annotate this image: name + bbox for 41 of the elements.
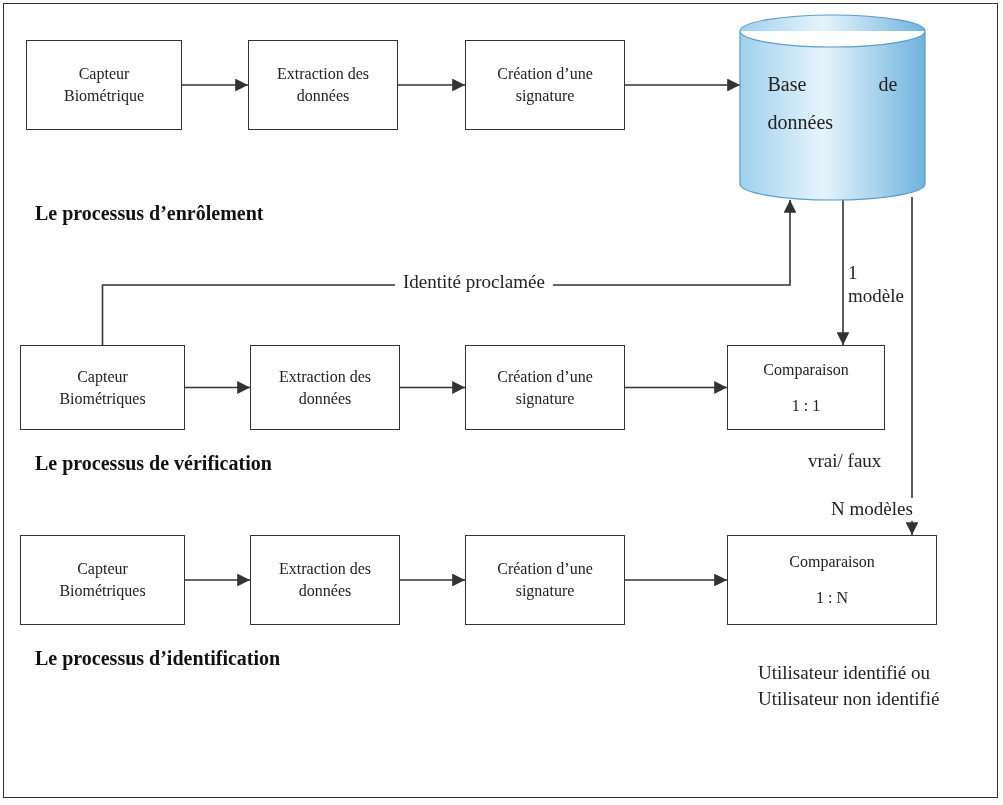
arrow bbox=[624, 381, 728, 394]
process-box bbox=[248, 40, 398, 130]
arrow bbox=[399, 381, 466, 394]
box-text: Comparaison bbox=[789, 552, 875, 573]
process-heading: Le processus de vérification bbox=[35, 452, 272, 475]
process-box bbox=[727, 535, 937, 625]
process-box bbox=[465, 535, 625, 625]
arrow bbox=[905, 196, 919, 536]
process-heading: Le processus d’enrôlement bbox=[35, 202, 264, 225]
process-box bbox=[727, 345, 885, 430]
process-box bbox=[20, 345, 185, 430]
arrow bbox=[184, 381, 251, 394]
database-label: Base de données bbox=[767, 71, 898, 135]
process-box bbox=[465, 345, 625, 430]
process-heading: Le processus d’identification bbox=[35, 647, 281, 670]
process-box bbox=[250, 345, 400, 430]
box-text: 1 : N bbox=[816, 588, 848, 608]
box-text: Comparaison bbox=[763, 359, 849, 381]
process-box bbox=[26, 40, 182, 130]
arrow bbox=[624, 78, 741, 92]
box-text: 1 : 1 bbox=[791, 395, 821, 416]
box-text: Extraction des données bbox=[278, 559, 372, 601]
arrow bbox=[397, 78, 466, 92]
box-text: Création d’une signature bbox=[496, 559, 594, 602]
arrow bbox=[624, 573, 728, 587]
result-text: Utilisateur identifié ou Utilisateur non identifié bbox=[758, 661, 941, 711]
arrow bbox=[399, 573, 466, 587]
box-text: Extraction des données bbox=[276, 64, 370, 106]
result-text: vrai/ faux bbox=[808, 449, 883, 473]
box-text: Capteur Biométriques bbox=[58, 366, 147, 410]
box-text: Création d’une signature bbox=[496, 366, 594, 410]
box-text: Extraction des données bbox=[278, 366, 372, 409]
box-text: Création d’une signature bbox=[496, 64, 594, 107]
box-text: Capteur Biométrique bbox=[63, 64, 145, 107]
arrow bbox=[184, 573, 251, 587]
process-box bbox=[250, 535, 400, 625]
arrow bbox=[181, 78, 249, 92]
box-text: Capteur Biométriques bbox=[58, 559, 147, 602]
process-box bbox=[20, 535, 185, 625]
process-box bbox=[465, 40, 625, 130]
edge-label: 1 modèle bbox=[848, 262, 905, 308]
